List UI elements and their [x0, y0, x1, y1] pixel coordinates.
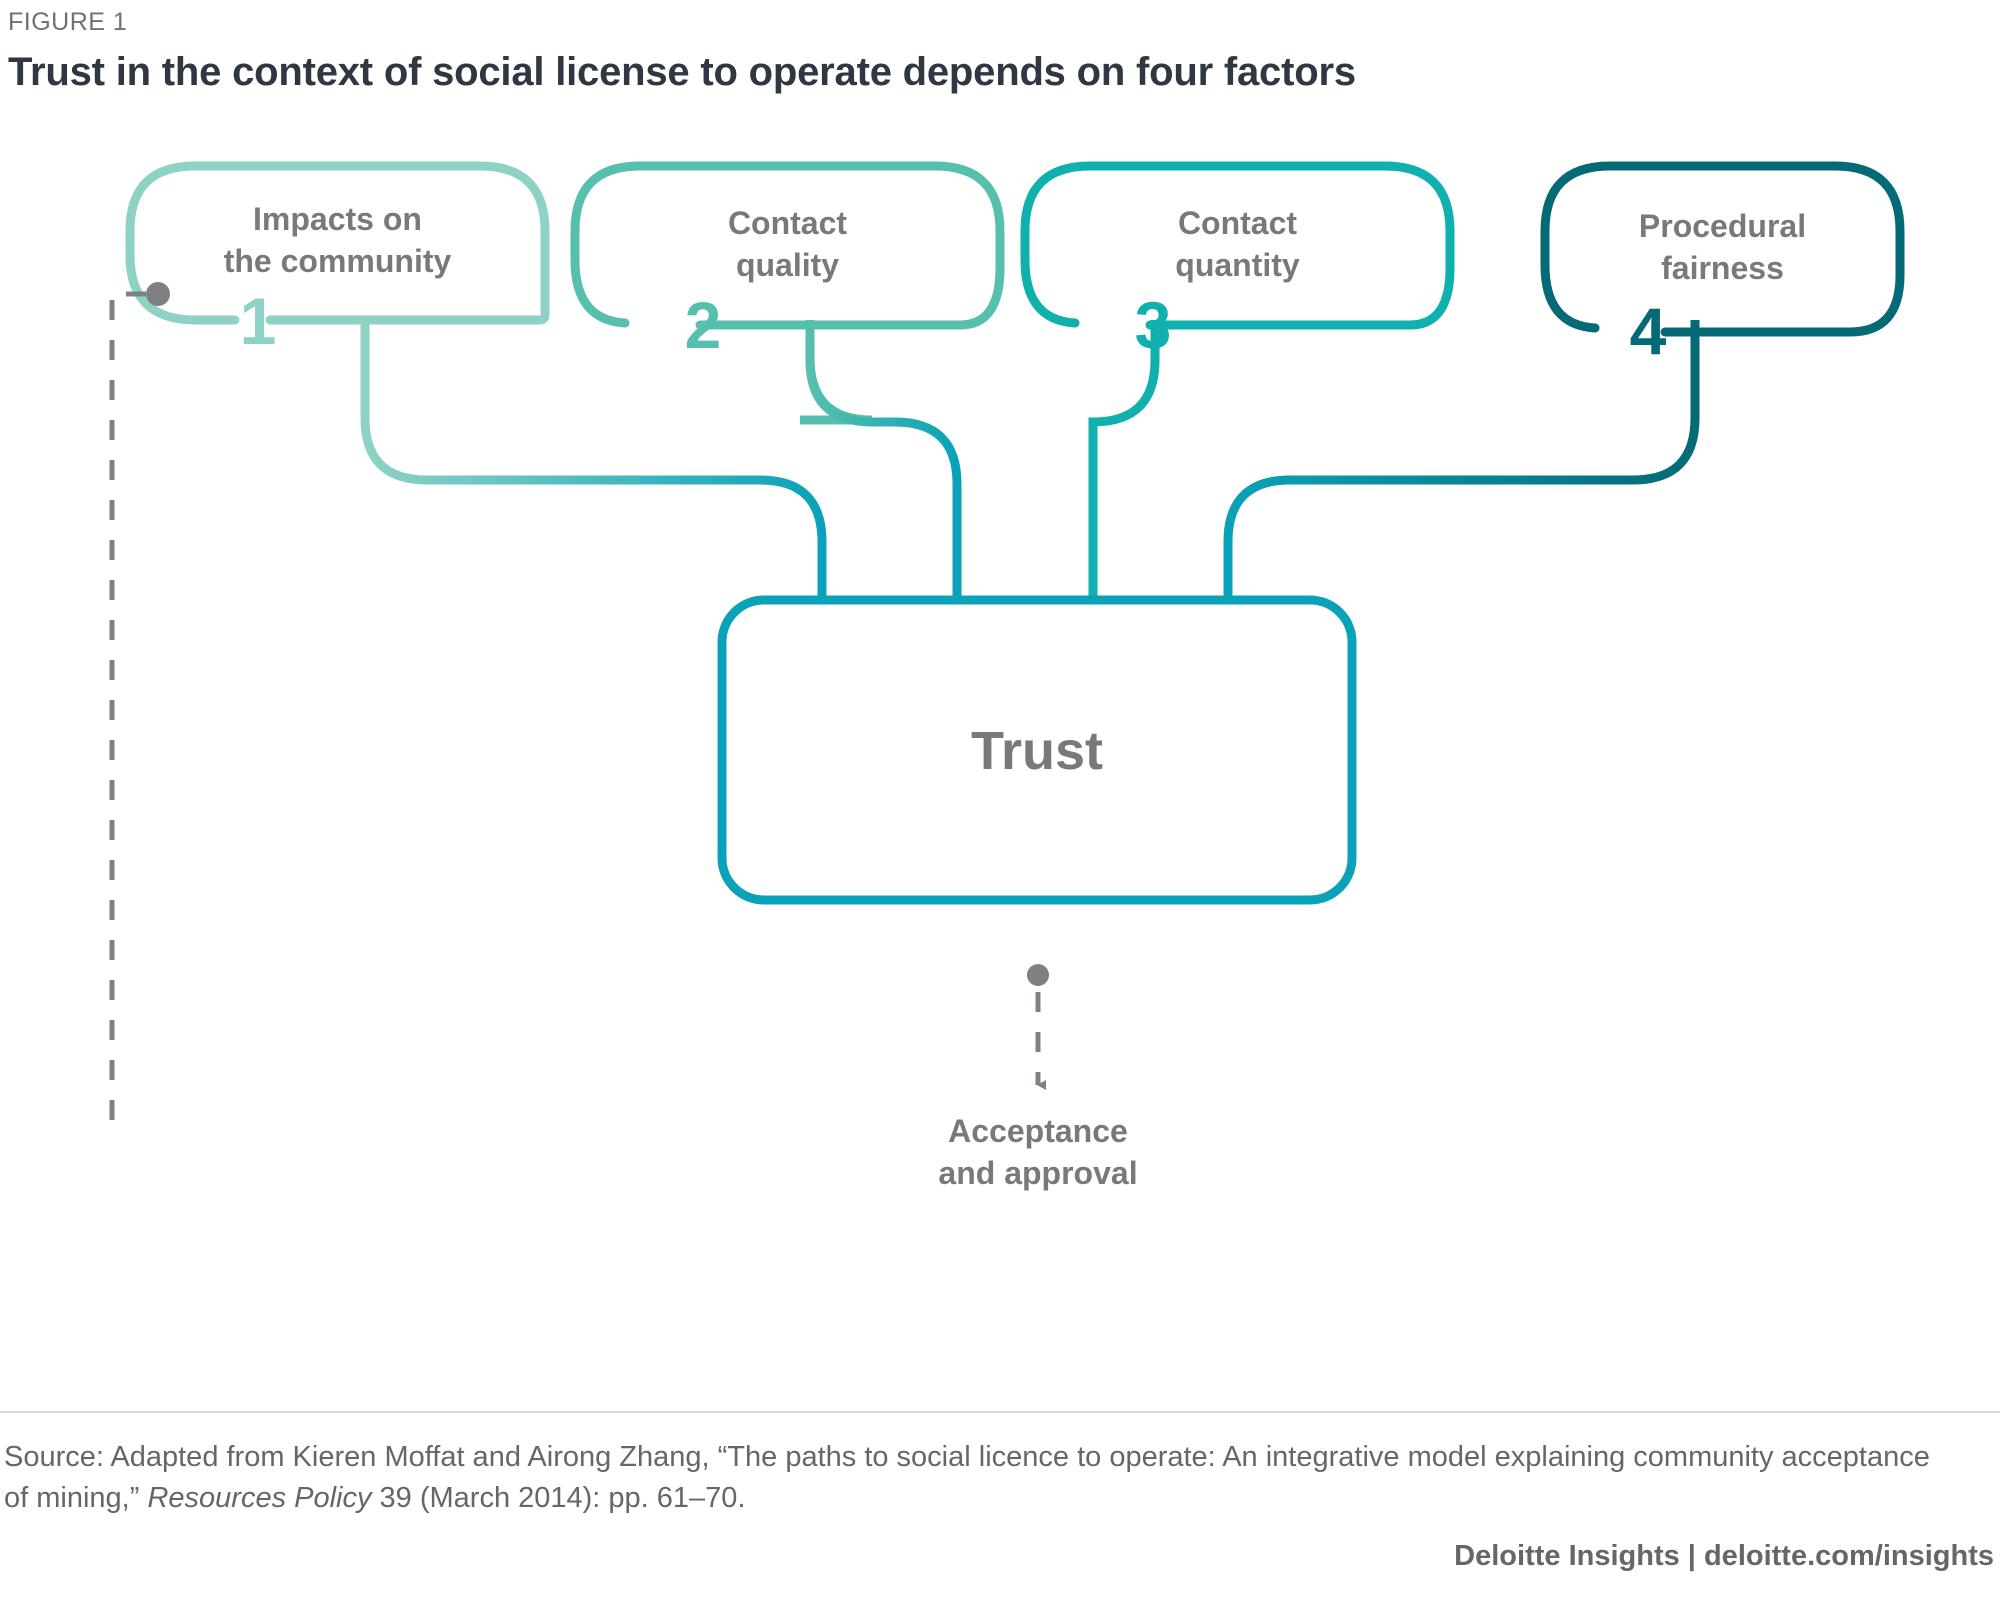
deloitte-insights-credit: Deloitte Insights | deloitte.com/insight… — [1454, 1540, 1994, 1572]
factor-box-2 — [570, 161, 1005, 330]
diagram-canvas: Impacts on the community 1 Contact quali… — [0, 120, 2000, 1191]
page-title: Trust in the context of social license t… — [8, 50, 1356, 94]
factor-box-4 — [1540, 161, 1905, 337]
connector-factor-3 — [1088, 320, 1160, 600]
figure-label: FIGURE 1 — [8, 8, 128, 36]
factor-1-number: 1 — [239, 284, 277, 358]
source-note: Source: Adapted from Kieren Moffat and A… — [4, 1437, 1944, 1519]
feedback-origin-dot — [146, 282, 170, 306]
factor-2-number: 2 — [684, 288, 722, 362]
factor-4-number: 4 — [1629, 294, 1667, 368]
factor-box-outlines — [125, 161, 1905, 337]
diagram-svg — [109, 161, 1905, 1120]
connector-factor-1 — [360, 320, 827, 600]
source-prefix: Source: Adapted from Kieren Moffat and A… — [4, 1441, 1930, 1515]
feedback-line-vertical — [109, 291, 146, 1120]
connector-lines — [360, 320, 1700, 600]
source-suffix: 39 (March 2014): pp. 61–70. — [371, 1482, 746, 1515]
trust-box — [717, 595, 1357, 905]
factor-box-1 — [125, 161, 550, 325]
connector-factor-4 — [1223, 320, 1700, 600]
factor-box-3 — [1020, 161, 1455, 330]
factor-3-number: 3 — [1134, 288, 1172, 362]
source-publication: Resources Policy — [147, 1482, 372, 1515]
footer-divider — [0, 1411, 2000, 1413]
trust-label: Trust — [970, 721, 1104, 781]
acceptance-and-approval-label: Acceptance and approval — [938, 1113, 1138, 1192]
connector-factor-2 — [805, 320, 962, 600]
trust-output-dot — [1027, 964, 1049, 986]
